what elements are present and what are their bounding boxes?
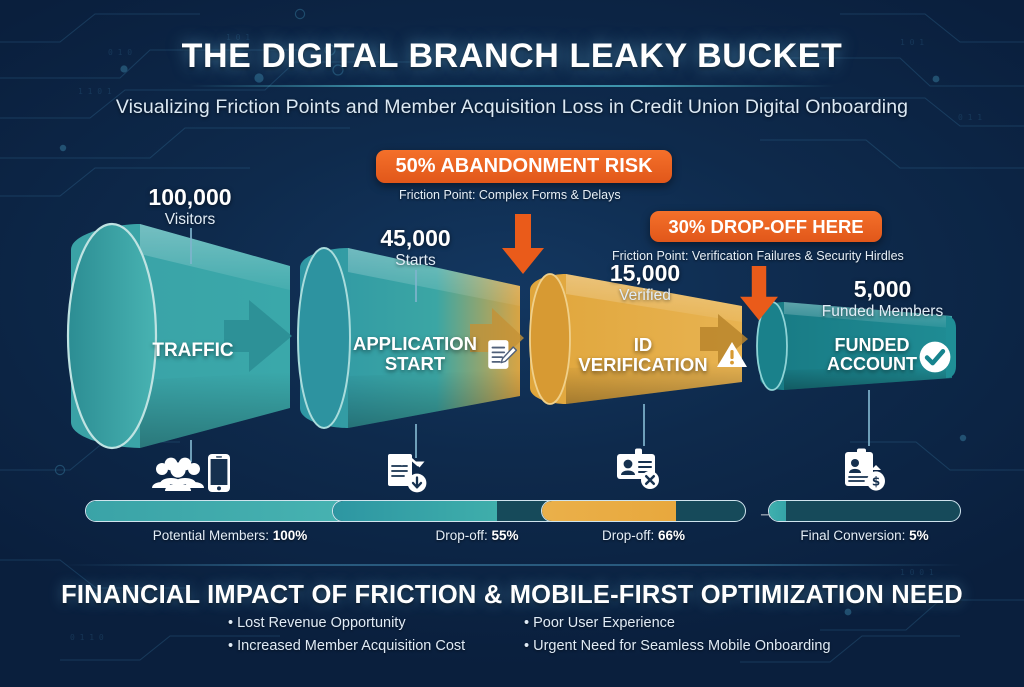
id-card-reject-icon <box>617 448 659 489</box>
leader-line-application-start <box>415 270 417 302</box>
callout-badge-dropoff-here: 30% DROP-OFF HERE <box>650 211 882 242</box>
metric-value: 66% <box>658 528 686 543</box>
stage-value-funded-account: 5,000 Funded Members <box>821 276 944 320</box>
list-item: • Increased Member Acquisition Cost <box>228 638 466 655</box>
metric-bar-potential-members: Potential Members: 100% <box>85 500 375 543</box>
metric-prefix: Potential Members: <box>152 528 273 543</box>
footer-divider <box>62 564 962 566</box>
progress-bar[interactable] <box>85 500 375 522</box>
metric-bar-final-conversion: Final Conversion: 5% <box>768 500 961 543</box>
funnel-segment-application-start <box>297 247 524 429</box>
metric-value: 5% <box>909 528 929 543</box>
stage-value-id-verification: 15,000 Verified <box>609 260 681 304</box>
metric-value: 100% <box>272 528 308 543</box>
progress-fill <box>769 501 787 521</box>
funnel-label-application-start: APPLICATION START <box>352 333 478 374</box>
stage-value-application-start: 45,000 Starts <box>380 225 451 269</box>
document-down-arrow-icon <box>388 454 427 493</box>
stage-value-traffic: 100,000 Visitors <box>148 184 232 228</box>
leader-line-traffic <box>190 228 192 264</box>
metric-label: Drop-off: 55% <box>332 528 622 543</box>
leader-line-traffic-icon <box>190 440 192 462</box>
leader-line-funded-icon <box>868 390 870 446</box>
footer-bullets-left: • Lost Revenue Opportunity • Increased M… <box>228 612 465 659</box>
metric-value: 55% <box>491 528 519 543</box>
footer-bullets-right: • Poor User Experience • Urgent Need for… <box>524 612 831 659</box>
metric-label: Final Conversion: 5% <box>768 528 961 543</box>
progress-fill <box>542 501 676 521</box>
people-group-icon <box>152 457 204 491</box>
funnel-label-traffic: TRAFFIC <box>152 340 234 361</box>
funnel-label-funded-account: FUNDED ACCOUNT <box>827 335 917 375</box>
callout-badge-abandonment-risk: 50% ABANDONMENT RISK <box>376 150 672 183</box>
leader-line-application-icon <box>415 424 417 458</box>
list-item: • Urgent Need for Seamless Mobile Onboar… <box>524 638 831 655</box>
smartphone-icon <box>208 454 230 492</box>
progress-fill <box>86 501 374 521</box>
check-circle-icon <box>919 341 951 373</box>
metric-prefix: Drop-off: <box>435 528 492 543</box>
metric-label: Drop-off: 66% <box>541 528 746 543</box>
leader-line-verification-icon <box>643 404 645 446</box>
footer-title: FINANCIAL IMPACT OF FRICTION & MOBILE-FI… <box>61 581 963 609</box>
page-subtitle: Visualizing Friction Points and Member A… <box>115 96 909 118</box>
funnel-label-id-verification: ID VERIFICATION <box>578 334 708 375</box>
funnel-segment-traffic <box>66 222 292 450</box>
progress-bar[interactable] <box>768 500 961 522</box>
callout-subtext-abandonment-risk: Friction Point: Complex Forms & Delays <box>399 188 621 202</box>
clipboard-money-icon: $ <box>845 448 885 491</box>
metric-label: Potential Members: 100% <box>85 528 375 543</box>
title-divider <box>190 85 834 87</box>
progress-bar[interactable] <box>541 500 746 522</box>
list-item: • Lost Revenue Opportunity <box>228 615 406 631</box>
progress-fill <box>333 501 498 521</box>
metric-prefix: Drop-off: <box>601 528 658 543</box>
document-edit-icon <box>488 340 518 369</box>
funnel-segment-id-verification <box>529 273 748 405</box>
funnel-segment-funded-account <box>756 301 956 391</box>
arrow-down-icon <box>502 214 544 274</box>
metric-prefix: Final Conversion: <box>800 528 910 543</box>
metric-bar-dropoff-66: Drop-off: 66% <box>541 500 746 543</box>
svg-text:$: $ <box>872 475 880 489</box>
arrow-down-icon <box>740 266 778 321</box>
warning-triangle-icon <box>717 342 747 367</box>
list-item: • Poor User Experience <box>524 615 675 631</box>
page-title: THE DIGITAL BRANCH LEAKY BUCKET <box>181 37 843 75</box>
callout-subtext-dropoff-here: Friction Point: Verification Failures & … <box>612 249 904 263</box>
